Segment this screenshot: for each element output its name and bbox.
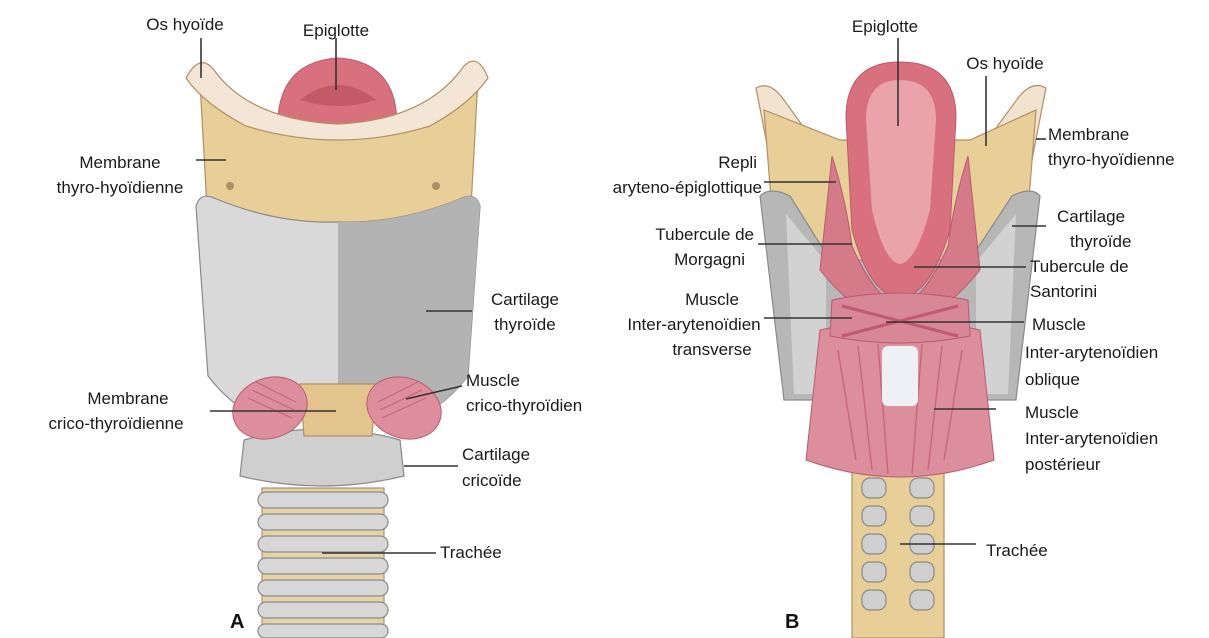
- label-a-cartilage-thyroide-line2: thyroïde: [494, 315, 555, 334]
- label-b-transverse-line2: Inter-arytenoïdien: [627, 315, 760, 334]
- label-b-repli-line1: Repli: [718, 153, 757, 172]
- label-b-cartilage-thyroide-line2: thyroïde: [1070, 232, 1131, 251]
- label-b-oblique-line2: Inter-arytenoïdien: [1025, 343, 1158, 362]
- label-b-transverse-line1: Muscle: [685, 290, 739, 309]
- label-a-cartilage-cricoide-line1: Cartilage: [462, 445, 530, 464]
- label-a-membrane-crico-line1: Membrane: [87, 389, 168, 408]
- label-a-muscle-crico-line1: Muscle: [466, 371, 520, 390]
- label-b-morgagni-line1: Tubercule de: [655, 225, 754, 244]
- label-b-transverse-line3: transverse: [672, 340, 751, 359]
- panel-a-letter: A: [230, 611, 244, 633]
- label-b-os-hyoide: Os hyoïde: [966, 54, 1044, 73]
- label-b-trachee: Trachée: [986, 541, 1048, 560]
- label-a-muscle-crico-line2: crico-thyroïdien: [466, 396, 582, 415]
- label-b-repli-line2: aryteno-épiglottique: [613, 178, 762, 197]
- panel-a-cricothyroid-membrane: [300, 384, 376, 436]
- label-b-posterieur-line3: postérieur: [1025, 455, 1101, 474]
- label-b-morgagni-line2: Morgagni: [674, 250, 745, 269]
- label-a-os-hyoide: Os hyoïde: [146, 15, 224, 34]
- label-a-membrane-thyro-line1: Membrane: [79, 153, 160, 172]
- label-a-cartilage-thyroide-line1: Cartilage: [491, 290, 559, 309]
- panel-b-trachea: [852, 470, 944, 638]
- label-b-cartilage-thyroide-line1: Cartilage: [1057, 207, 1125, 226]
- label-b-posterieur-line2: Inter-arytenoïdien: [1025, 429, 1158, 448]
- label-b-oblique-line3: oblique: [1025, 370, 1080, 389]
- label-b-posterieur-line1: Muscle: [1025, 403, 1079, 422]
- label-a-membrane-crico-line2: crico-thyroïdienne: [48, 414, 183, 433]
- label-b-santorini-line2: Santorini: [1030, 282, 1097, 301]
- label-a-epiglotte: Epiglotte: [303, 21, 369, 40]
- label-b-oblique-line1: Muscle: [1032, 315, 1086, 334]
- panel-a-trachea: [258, 488, 388, 638]
- label-b-membrane-thyro-line2: thyro-hyoïdienne: [1048, 150, 1175, 169]
- label-b-membrane-thyro-line1: Membrane: [1048, 125, 1129, 144]
- label-b-epiglotte: Epiglotte: [852, 17, 918, 36]
- panel-b-letter: B: [785, 611, 799, 633]
- label-a-membrane-thyro-line2: thyro-hyoïdienne: [57, 178, 184, 197]
- label-a-cartilage-cricoide-line2: cricoïde: [462, 471, 522, 490]
- label-b-santorini-line1: Tubercule de: [1030, 257, 1129, 276]
- label-a-trachee: Trachée: [440, 543, 502, 562]
